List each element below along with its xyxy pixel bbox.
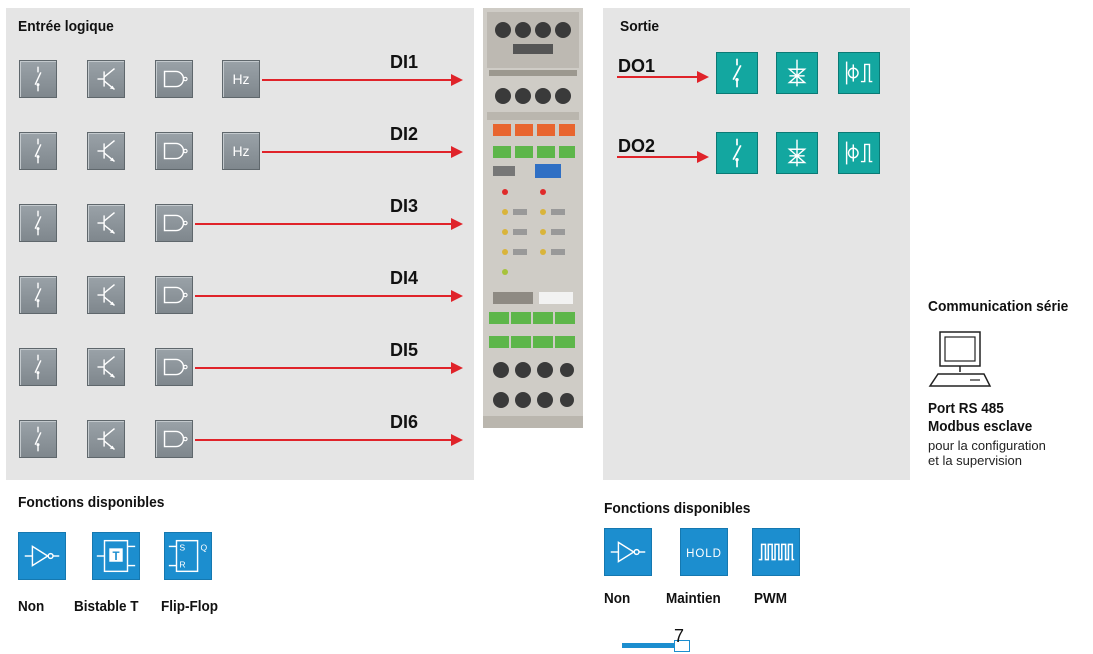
hold-icon: HOLD (680, 528, 728, 576)
function-label: Non (18, 598, 45, 615)
comm-desc-line1: pour la configuration (928, 438, 1046, 453)
input-channel-label: DI5 (390, 340, 419, 360)
input-channel-label: DI6 (390, 412, 419, 432)
logic-gate-icon (155, 204, 193, 242)
svg-text:R: R (179, 560, 185, 570)
signal-arrow (262, 145, 463, 159)
pulse-output-icon (838, 132, 880, 174)
function-label: Maintien (666, 590, 721, 607)
page-number-box (674, 640, 690, 652)
logic-gate-icon (155, 348, 193, 386)
switch-contact-icon (19, 420, 57, 458)
comm-protocol-label: Modbus esclave (928, 418, 1033, 435)
comm-desc-line2: et la supervision (928, 453, 1022, 468)
logic-gate-icon (155, 420, 193, 458)
output-channel-label: DO2 (618, 136, 656, 156)
switch-contact-icon (19, 60, 57, 98)
input-channel-label: DI4 (390, 268, 419, 288)
relay-contact-icon (716, 52, 758, 94)
switch-contact-icon (19, 348, 57, 386)
transistor-icon (87, 276, 125, 314)
function-label: Non (604, 590, 631, 607)
transistor-icon (87, 60, 125, 98)
thyristor-icon (776, 52, 818, 94)
switch-contact-icon (19, 132, 57, 170)
logic-gate-icon (155, 132, 193, 170)
transistor-icon (87, 132, 125, 170)
page-number-bar (622, 643, 674, 648)
not-gate-icon (18, 532, 66, 580)
input-channel-label: DI2 (390, 124, 419, 144)
function-label: PWM (754, 590, 788, 607)
computer-icon (928, 330, 992, 390)
switch-contact-icon (19, 204, 57, 242)
comm-port-label: Port RS 485 (928, 400, 1004, 417)
device-module-image (483, 8, 583, 428)
signal-arrow (195, 433, 463, 447)
logic-gate-icon (155, 276, 193, 314)
input-channel-label: DI1 (390, 52, 419, 72)
svg-text:Q: Q (200, 542, 207, 552)
pulse-output-icon (838, 52, 880, 94)
not-gate-icon (604, 528, 652, 576)
comm-title: Communication série (928, 298, 1069, 315)
svg-text:T: T (112, 551, 119, 563)
signal-arrow (195, 217, 463, 231)
function-label: Bistable T (74, 598, 139, 615)
output-channel-label: DO1 (618, 56, 656, 76)
input-panel-title: Entrée logique (18, 18, 114, 35)
frequency-hz-icon: Hz (222, 132, 260, 170)
t-flip-flop-icon: T (92, 532, 140, 580)
signal-arrow (617, 70, 709, 84)
signal-arrow (195, 289, 463, 303)
output-functions-title: Fonctions disponibles (604, 500, 751, 517)
frequency-hz-icon: Hz (222, 60, 260, 98)
function-label: Flip-Flop (161, 598, 218, 615)
transistor-icon (87, 204, 125, 242)
logic-gate-icon (155, 60, 193, 98)
relay-contact-icon (716, 132, 758, 174)
switch-contact-icon (19, 276, 57, 314)
signal-arrow (262, 73, 463, 87)
svg-text:HOLD: HOLD (686, 548, 722, 560)
signal-arrow (617, 150, 709, 164)
output-panel-title: Sortie (620, 18, 660, 35)
input-channel-label: DI3 (390, 196, 419, 216)
svg-text:S: S (179, 542, 185, 552)
input-functions-title: Fonctions disponibles (18, 494, 165, 511)
pwm-icon (752, 528, 800, 576)
transistor-icon (87, 348, 125, 386)
transistor-icon (87, 420, 125, 458)
page-number: 7 (674, 626, 685, 646)
signal-arrow (195, 361, 463, 375)
thyristor-icon (776, 132, 818, 174)
